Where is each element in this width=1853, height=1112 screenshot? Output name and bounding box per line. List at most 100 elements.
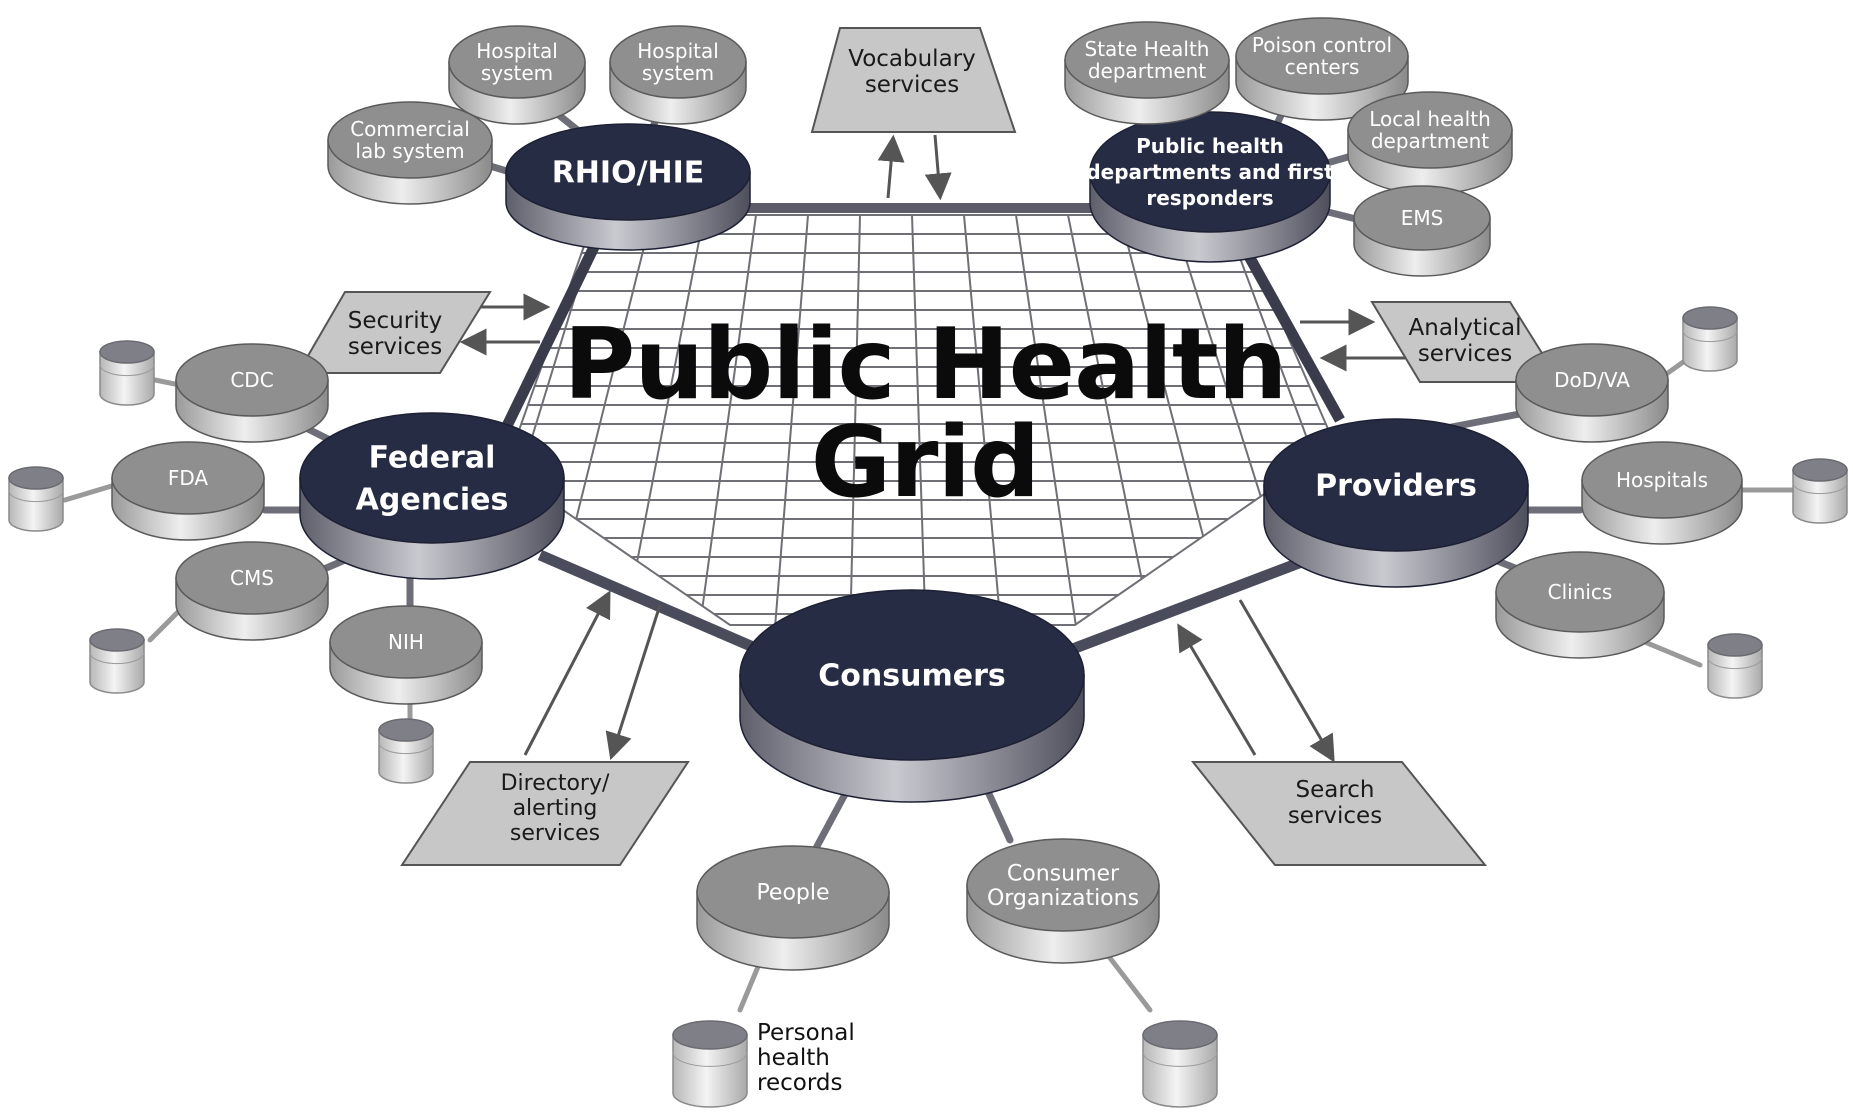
- text-line: Federal: [369, 441, 496, 476]
- db-link-fda: [62, 482, 118, 503]
- text-line: People: [756, 881, 829, 906]
- satellite-label: EMS: [1401, 206, 1444, 230]
- disk-top: [696, 845, 890, 939]
- database-band: [1707, 657, 1763, 670]
- satellite-dod-va[interactable]: DoD/VA: [1515, 343, 1669, 443]
- text-line: services: [1418, 341, 1512, 367]
- satellite-people[interactable]: People: [696, 845, 890, 971]
- database-top: [89, 628, 145, 652]
- text-line: health: [757, 1045, 830, 1071]
- satellite-hospitals[interactable]: Hospitals: [1581, 441, 1743, 545]
- disk-top: [1089, 111, 1331, 233]
- grid-line-vertical: [963, 215, 1003, 625]
- disk-top: [1581, 441, 1743, 519]
- text-line: services: [510, 821, 600, 846]
- database-top: [8, 466, 64, 490]
- spoke-cons-orgs: [981, 781, 1014, 844]
- database-top: [1792, 458, 1848, 482]
- text-line: CMS: [230, 566, 274, 590]
- search-arrow-up: [1177, 623, 1257, 756]
- satellite-ems[interactable]: EMS: [1353, 185, 1491, 277]
- hub-providers[interactable]: Providers: [1263, 418, 1529, 588]
- database-body: [1792, 469, 1848, 524]
- database-body: [1707, 644, 1763, 699]
- connector-rhio-federal: [500, 242, 600, 433]
- disk-top: [1263, 418, 1529, 552]
- database-body: [672, 1034, 748, 1108]
- hub-rhio-hie[interactable]: RHIO/HIE: [505, 123, 751, 251]
- db-link-cms: [147, 607, 183, 643]
- satellite-cdc[interactable]: CDC: [175, 343, 329, 443]
- database-band: [8, 490, 64, 503]
- hub-label: RHIO/HIE: [552, 156, 705, 191]
- vocabulary-services-shape: [810, 27, 1017, 133]
- database-top: [378, 718, 434, 742]
- text-line: RHIO/HIE: [552, 156, 705, 191]
- satellite-nih[interactable]: NIH: [329, 605, 483, 705]
- hub-consumers[interactable]: Consumers: [739, 589, 1085, 803]
- text-line: Organizations: [987, 886, 1139, 911]
- hub-label: Consumers: [818, 659, 1005, 694]
- text-line: Providers: [1315, 469, 1477, 504]
- satellite-clinics[interactable]: Clinics: [1495, 551, 1665, 659]
- database-band: [1142, 1052, 1218, 1067]
- text-line: Consumer: [1007, 862, 1120, 887]
- text-line: Public health: [1136, 134, 1284, 158]
- satellite-cms[interactable]: CMS: [175, 541, 329, 641]
- text-line: Local health: [1369, 107, 1491, 131]
- text-line: Search: [1295, 777, 1374, 803]
- disk-top: [1353, 185, 1491, 251]
- text-line: departments and first: [1086, 160, 1334, 184]
- text-line: Vocabulary: [848, 46, 976, 72]
- grid-line-vertical: [1223, 215, 1335, 625]
- vocabulary-arrow-up: [877, 134, 905, 199]
- connector-providers-consumers: [1068, 549, 1322, 656]
- security-services-shape: [296, 291, 492, 374]
- text-line: Commercial: [350, 117, 470, 141]
- text-line: Security: [348, 308, 442, 334]
- disk-top: [111, 441, 265, 515]
- disk-top: [327, 101, 493, 179]
- database-fda: [8, 466, 64, 532]
- text-line: responders: [1146, 186, 1273, 210]
- disk-top: [609, 25, 747, 99]
- text-line: EMS: [1401, 206, 1444, 230]
- vocabulary-arrow-down: [924, 134, 952, 201]
- satellite-label: DoD/VA: [1554, 368, 1630, 392]
- database-band: [378, 742, 434, 755]
- database-top: [1142, 1020, 1218, 1050]
- text-line: Clinics: [1548, 580, 1613, 604]
- text-line: services: [348, 334, 442, 360]
- text-line: services: [865, 72, 959, 98]
- database-consumer-organizations: [1142, 1020, 1218, 1108]
- database-band: [1682, 330, 1738, 343]
- database-body: [99, 351, 155, 406]
- directory-arrow-down: [605, 604, 662, 761]
- text-line: Grid: [811, 406, 1040, 520]
- disk-top: [1064, 21, 1230, 99]
- text-line: system: [642, 61, 714, 85]
- satellite-fda[interactable]: FDA: [111, 441, 265, 541]
